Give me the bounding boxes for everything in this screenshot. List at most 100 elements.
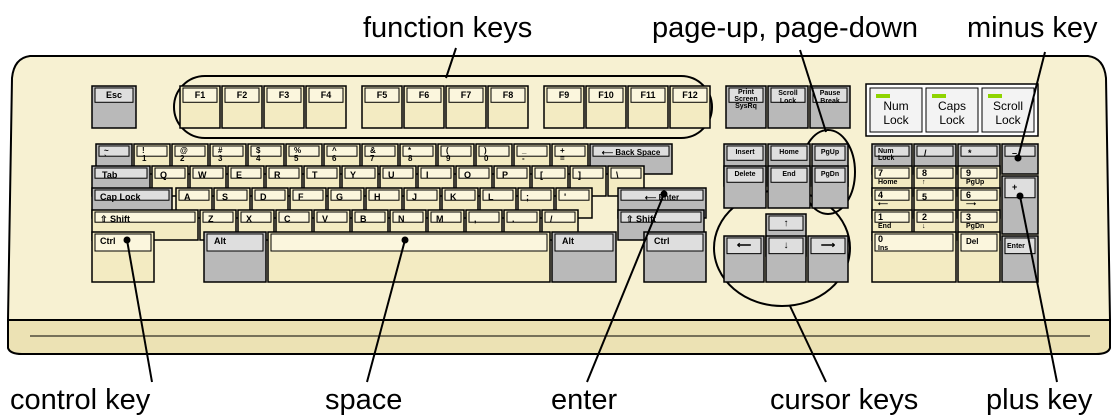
callout-enter: enter <box>551 384 618 416</box>
key-q-row-4-label: T <box>312 170 318 180</box>
key-alt-right-label: Alt <box>562 236 574 246</box>
leader-plus-key <box>1019 195 1058 383</box>
key-a-row-0-label: A <box>184 192 191 202</box>
key-pause-label: Pause <box>820 90 841 97</box>
key-arrow-down[interactable]: ↓ <box>765 235 807 283</box>
key-pause-label: Break <box>820 98 840 105</box>
key-space[interactable] <box>267 231 551 283</box>
key-num-row-9-label: ( <box>446 146 449 155</box>
key-f1[interactable]: F1 <box>179 85 221 129</box>
key-q-row-11-label: ] <box>578 170 581 180</box>
key-num-row-8-label: * <box>408 146 412 155</box>
key-num-row-7-label: 7 <box>370 154 375 163</box>
key-f4[interactable]: F4 <box>305 85 347 129</box>
callout-pageup-pagedown: page-up, page-down <box>652 12 919 44</box>
key-ctrl-left[interactable]: Ctrl <box>91 231 155 283</box>
key-arrow-left[interactable]: ⟵ <box>723 235 765 283</box>
key-num-row-1-label: ! <box>142 146 145 155</box>
key-f5-label: F5 <box>377 90 388 100</box>
key-scroll-lock-label: Lock <box>780 98 796 105</box>
leader-enter <box>586 193 665 383</box>
key-num-row-12-label: + <box>560 146 565 155</box>
key-f10[interactable]: F10 <box>585 85 627 129</box>
key-kp9-label: 9 <box>966 168 971 178</box>
key-a-row-5-label: H <box>374 192 381 202</box>
key-f9[interactable]: F9 <box>543 85 585 129</box>
key-pgdn[interactable]: PgDn <box>811 165 849 209</box>
key-f1-label: F1 <box>195 90 206 100</box>
key-a-row-1-label: S <box>222 192 228 202</box>
key-esc-label: Esc <box>106 90 122 100</box>
key-kp0-label: 0 <box>878 234 883 244</box>
key-shift-right-label: ⇧ Shift <box>626 214 656 224</box>
key-f3[interactable]: F3 <box>263 85 305 129</box>
key-pgdn-label: PgDn <box>821 171 839 178</box>
key-q-row-1-label: W <box>198 170 207 180</box>
key-alt-right[interactable]: Alt <box>551 231 617 283</box>
key-z-row-5-label: N <box>398 214 405 224</box>
key-num-row-6-label: 6 <box>332 154 337 163</box>
key-kp-del[interactable]: Del <box>957 231 1001 283</box>
caps-lock-indicator-label: Caps <box>938 99 966 113</box>
key-backspace[interactable]: ⟵ Back Space <box>589 143 673 175</box>
key-z-row-8-label: . <box>512 214 515 224</box>
key-f5[interactable]: F5 <box>361 85 403 129</box>
key-a-row-7-label: K <box>450 192 457 202</box>
key-q-row-5-label: Y <box>350 170 356 180</box>
key-scroll-lock-label: Scroll <box>778 90 798 97</box>
key-f2-label: F2 <box>237 90 248 100</box>
key-arrow-left-label: ⟵ <box>737 240 751 251</box>
key-num-row-2-label: @ <box>180 146 188 155</box>
key-kp2-label: 2 <box>922 212 927 222</box>
key-num-row-9-label: 9 <box>446 154 451 163</box>
key-f2[interactable]: F2 <box>221 85 263 129</box>
key-num-row-7-label: & <box>370 146 376 155</box>
key-kp8-label: 8 <box>922 168 927 178</box>
key-kp7-label: 7 <box>878 168 883 178</box>
key-num-row-5-label: 5 <box>294 154 299 163</box>
key-num-row-10-label: 0 <box>484 154 489 163</box>
key-z-row-2-label: C <box>284 214 291 224</box>
key-f8[interactable]: F8 <box>487 85 529 129</box>
key-num-row-4-label: 4 <box>256 154 261 163</box>
key-kp9-label: PgUp <box>966 179 984 186</box>
key-kp7-label: Home <box>878 179 898 186</box>
key-num-row-0-label: ~ <box>104 146 109 155</box>
key-num-row-8-label: 8 <box>408 154 413 163</box>
callout-space: space <box>325 384 403 416</box>
key-f6[interactable]: F6 <box>403 85 445 129</box>
key-alt-left[interactable]: Alt <box>203 231 267 283</box>
callout-control-key: control key <box>10 384 151 416</box>
key-arrow-right[interactable]: ⟶ <box>807 235 849 283</box>
key-ctrl-right-label: Ctrl <box>654 236 670 246</box>
key-a-row-8-label: L <box>488 192 494 202</box>
callout-plus-key: plus key <box>986 384 1093 416</box>
leader-cursor-keys <box>789 305 827 383</box>
key-f3-label: F3 <box>279 90 290 100</box>
key-f7[interactable]: F7 <box>445 85 487 129</box>
key-ctrl-right[interactable]: Ctrl <box>643 231 707 283</box>
leader-dots <box>123 154 1024 244</box>
key-f12[interactable]: F12 <box>669 85 711 129</box>
key-delete[interactable]: Delete <box>723 165 767 209</box>
key-kp-minus-label: – <box>1012 148 1017 158</box>
key-ctrl-left-label: Ctrl <box>100 236 116 246</box>
key-f11[interactable]: F11 <box>627 85 669 129</box>
key-kp-plus-label: + <box>1012 182 1017 192</box>
key-home-label: Home <box>779 149 799 156</box>
callout-minus-key: minus key <box>967 12 1098 44</box>
key-end[interactable]: End <box>767 165 811 209</box>
key-q-row-10-label: [ <box>540 170 543 180</box>
key-kp4-label: 4 <box>878 190 883 200</box>
key-q-row-7-label: I <box>426 170 429 180</box>
key-esc[interactable]: Esc <box>91 85 137 129</box>
key-print-screen-label: SysRq <box>735 103 757 110</box>
key-num-lock-label: Lock <box>878 155 894 162</box>
key-end-label: End <box>782 171 795 178</box>
key-kp-plus[interactable]: + <box>1001 175 1039 235</box>
